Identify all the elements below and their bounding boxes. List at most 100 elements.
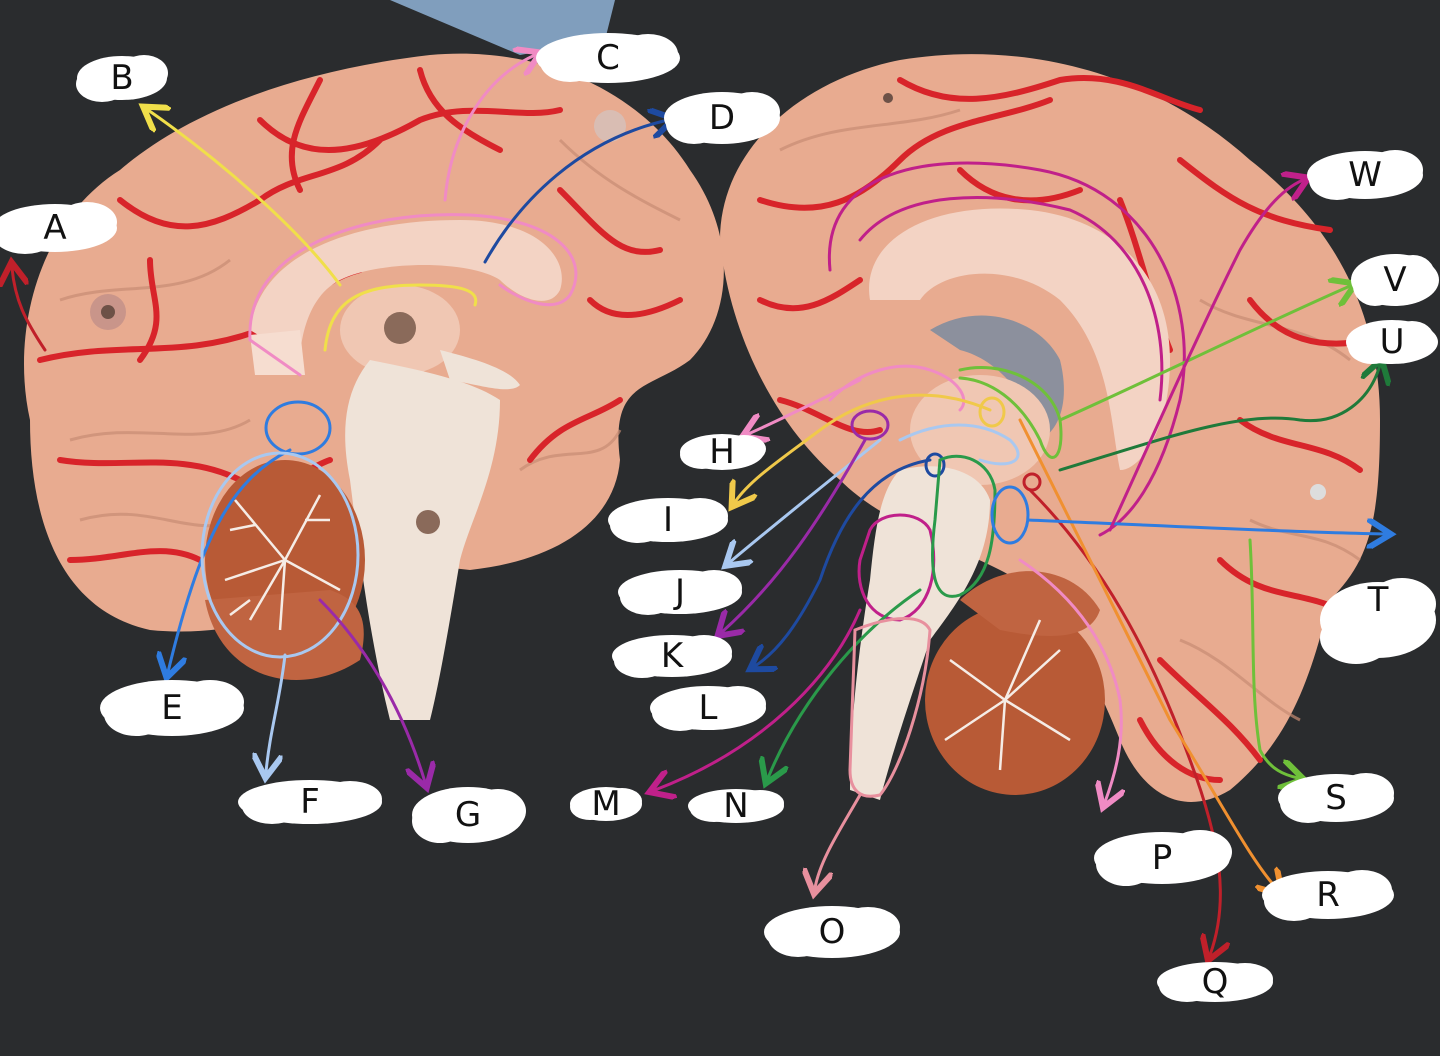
label-O-text: O	[819, 912, 846, 952]
outline-pink-o	[848, 616, 932, 798]
label-J: J	[618, 570, 742, 615]
right-cerebellum	[925, 605, 1105, 795]
pointer-F	[266, 653, 287, 772]
left-peg-hole-top	[594, 110, 626, 142]
label-I: I	[608, 498, 728, 543]
label-G-text: G	[455, 795, 481, 835]
label-U-text: U	[1380, 322, 1405, 362]
label-Q-text: Q	[1202, 962, 1229, 1002]
label-G: G	[412, 787, 526, 843]
outline-darkblue-l	[924, 452, 946, 478]
label-N: N	[688, 786, 784, 826]
outline-blue-t	[990, 485, 1030, 545]
label-D-text: D	[709, 98, 735, 138]
pointer-J	[730, 438, 882, 562]
right-corpus-callosum	[869, 208, 1170, 470]
label-E: E	[100, 680, 244, 736]
pointer-W	[1108, 180, 1303, 532]
outline-yellow-i	[978, 396, 1006, 428]
label-W: W	[1307, 150, 1423, 200]
label-R: R	[1262, 870, 1394, 921]
right-peg-hole-top	[883, 93, 893, 103]
outline-lightblue-j	[898, 423, 1020, 466]
label-E-text: E	[161, 688, 182, 728]
right-pointer-lines	[655, 161, 1385, 955]
pointer-I	[735, 393, 992, 502]
label-S-text: S	[1325, 778, 1347, 818]
left-genu	[250, 330, 305, 375]
label-cloud-group: A B C D E F G H	[0, 33, 1439, 1002]
pointer-U	[1058, 365, 1380, 472]
label-A-text: A	[43, 208, 66, 248]
left-corpus-callosum	[250, 220, 562, 360]
outline-pink-h	[828, 364, 966, 412]
outline-magenta-m	[857, 513, 936, 622]
pointer-Q	[1028, 488, 1220, 955]
pointer-L	[755, 458, 932, 666]
label-W-text: W	[1348, 155, 1382, 195]
label-U: U	[1346, 320, 1438, 364]
label-B: B	[76, 55, 168, 102]
pointer-H	[748, 378, 862, 434]
pointer-E	[168, 448, 292, 672]
pointer-B	[148, 110, 342, 287]
left-brainstem	[345, 360, 500, 720]
pointer-M	[655, 608, 862, 790]
label-M: M	[570, 784, 642, 824]
right-arbor-vitae	[944, 619, 1071, 771]
left-midbrain-cap	[440, 350, 520, 390]
label-V-text: V	[1383, 260, 1406, 300]
outline-green-s	[958, 365, 1063, 459]
label-T-text: T	[1367, 580, 1389, 620]
left-peg-hole-front-inner	[101, 305, 115, 319]
label-H-text: H	[709, 432, 735, 472]
label-L-text: L	[699, 688, 718, 728]
label-I-text: I	[663, 500, 673, 540]
outline-magenta-inner	[858, 196, 1164, 402]
outline-yellow-fornix	[323, 283, 478, 352]
left-brainstem-peg	[416, 510, 440, 534]
label-S: S	[1278, 773, 1394, 823]
label-A: A	[0, 202, 117, 254]
label-T: T	[1320, 578, 1436, 664]
label-F: F	[238, 780, 382, 824]
pointer-R	[1018, 418, 1278, 890]
pointer-T	[1026, 518, 1385, 534]
pointer-G	[318, 598, 425, 782]
pointer-A	[12, 268, 47, 352]
pointer-S	[1248, 538, 1298, 778]
label-B-text: B	[110, 58, 133, 98]
right-cerebellum-upper	[960, 571, 1100, 636]
pointer-V	[1058, 286, 1350, 422]
label-C-text: C	[596, 38, 620, 78]
outline-purple-k	[850, 409, 890, 441]
left-peg-hole-center	[384, 312, 416, 344]
label-C: C	[536, 33, 680, 83]
label-R-text: R	[1316, 875, 1340, 915]
label-P: P	[1094, 830, 1232, 886]
outline-magenta-cingulate	[827, 161, 1186, 537]
label-P-text: P	[1152, 838, 1173, 878]
label-N-text: N	[723, 786, 748, 826]
label-Q: Q	[1157, 962, 1273, 1002]
left-pointer-lines	[12, 55, 668, 782]
left-cerebellum-lower	[205, 590, 364, 680]
pointer-O	[815, 793, 862, 888]
pointer-N	[768, 588, 922, 778]
pointer-C	[443, 55, 535, 202]
outline-green-n	[931, 454, 997, 598]
label-D: D	[664, 92, 780, 144]
pointer-P	[1018, 558, 1121, 802]
right-hemisphere	[720, 54, 1380, 802]
right-peg-hole	[1310, 484, 1326, 500]
right-brainstem	[850, 466, 990, 800]
label-M-text: M	[591, 784, 620, 824]
left-arbor-vitae	[224, 494, 341, 631]
label-K: K	[612, 635, 732, 678]
label-O: O	[764, 906, 900, 958]
label-F-text: F	[300, 782, 320, 822]
pointer-D	[483, 120, 668, 264]
label-L: L	[650, 686, 766, 731]
